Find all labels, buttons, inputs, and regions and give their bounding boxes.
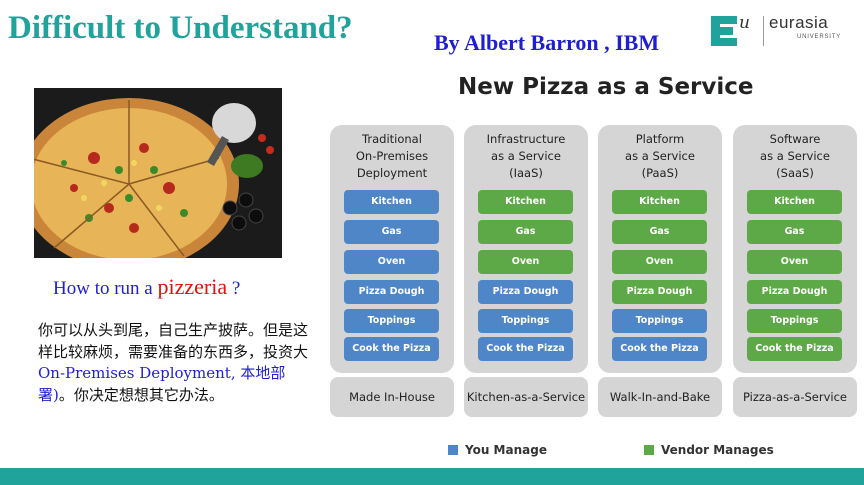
service-item: Gas xyxy=(478,220,573,244)
service-footer: Walk-In-and-Bake xyxy=(598,377,722,417)
service-item: Pizza Dough xyxy=(612,280,707,304)
footer-bar xyxy=(0,468,864,485)
service-item: Gas xyxy=(612,220,707,244)
slide-title: Difficult to Understand? xyxy=(8,10,353,47)
description-tail: 。你决定想想其它办法。 xyxy=(59,386,224,404)
vendor-manages-swatch xyxy=(644,445,654,455)
service-item: Cook the Pizza xyxy=(747,337,842,361)
service-item: Oven xyxy=(478,250,573,274)
column-heading-line: as a Service xyxy=(464,148,588,165)
service-item: Toppings xyxy=(344,309,439,333)
author-credit: By Albert Barron , IBM xyxy=(434,30,659,56)
legend-vendor-manages: Vendor Manages xyxy=(644,443,774,457)
service-item: Toppings xyxy=(747,309,842,333)
legend-you-manage: You Manage xyxy=(448,443,547,457)
column-heading-line: as a Service xyxy=(733,148,857,165)
column-heading-line: Software xyxy=(733,131,857,148)
legend-you-label: You Manage xyxy=(465,443,547,457)
logo-divider xyxy=(763,16,764,46)
service-item: Pizza Dough xyxy=(747,280,842,304)
subtitle-prefix: How to run a xyxy=(53,278,157,299)
service-item: Cook the Pizza xyxy=(612,337,707,361)
pizza-image-icon xyxy=(34,88,282,258)
pizza-photo xyxy=(34,88,282,258)
pizzeria-question: How to run a pizzeria ? xyxy=(53,274,240,300)
diagram-heading: New Pizza as a Service xyxy=(458,74,754,100)
column-heading-line: (PaaS) xyxy=(598,165,722,182)
column-heading-line: Deployment xyxy=(330,165,454,182)
column-heading-line: On-Premises xyxy=(330,148,454,165)
column-heading-line: as a Service xyxy=(598,148,722,165)
logo-name: eurasia xyxy=(769,13,828,33)
chinese-description: 你可以从头到尾，自己生产披萨。但是这样比较麻烦，需要准备的东西多，投资大On-P… xyxy=(38,320,308,406)
description-text: 你可以从头到尾，自己生产披萨。但是这样比较麻烦，需要准备的东西多，投资大 xyxy=(38,321,308,361)
subtitle-suffix: ? xyxy=(227,278,240,299)
column-heading-line: (SaaS) xyxy=(733,165,857,182)
service-footer: Pizza-as-a-Service xyxy=(733,377,857,417)
service-item: Gas xyxy=(344,220,439,244)
logo-subtitle: UNIVERSITY xyxy=(797,34,841,40)
column-heading-line: Infrastructure xyxy=(464,131,588,148)
service-item: Kitchen xyxy=(747,190,842,214)
you-manage-swatch xyxy=(448,445,458,455)
service-item: Oven xyxy=(344,250,439,274)
service-item: Kitchen xyxy=(612,190,707,214)
legend-vendor-label: Vendor Manages xyxy=(661,443,774,457)
column-heading-line: Platform xyxy=(598,131,722,148)
eurasia-logo: u eurasia UNIVERSITY xyxy=(711,14,851,48)
service-item: Oven xyxy=(612,250,707,274)
subtitle-highlight: pizzeria xyxy=(157,274,227,299)
service-item: Pizza Dough xyxy=(344,280,439,304)
service-item: Toppings xyxy=(478,309,573,333)
service-footer: Made In-House xyxy=(330,377,454,417)
column-heading-line: (IaaS) xyxy=(464,165,588,182)
column-heading-line: Traditional xyxy=(330,131,454,148)
service-item: Cook the Pizza xyxy=(344,337,439,361)
service-item: Pizza Dough xyxy=(478,280,573,304)
service-footer: Kitchen-as-a-Service xyxy=(464,377,588,417)
service-item: Cook the Pizza xyxy=(478,337,573,361)
service-item: Kitchen xyxy=(344,190,439,214)
service-item: Toppings xyxy=(612,309,707,333)
service-item: Gas xyxy=(747,220,842,244)
service-item: Kitchen xyxy=(478,190,573,214)
service-item: Oven xyxy=(747,250,842,274)
eurasia-logo-mark-icon: u xyxy=(711,16,751,46)
